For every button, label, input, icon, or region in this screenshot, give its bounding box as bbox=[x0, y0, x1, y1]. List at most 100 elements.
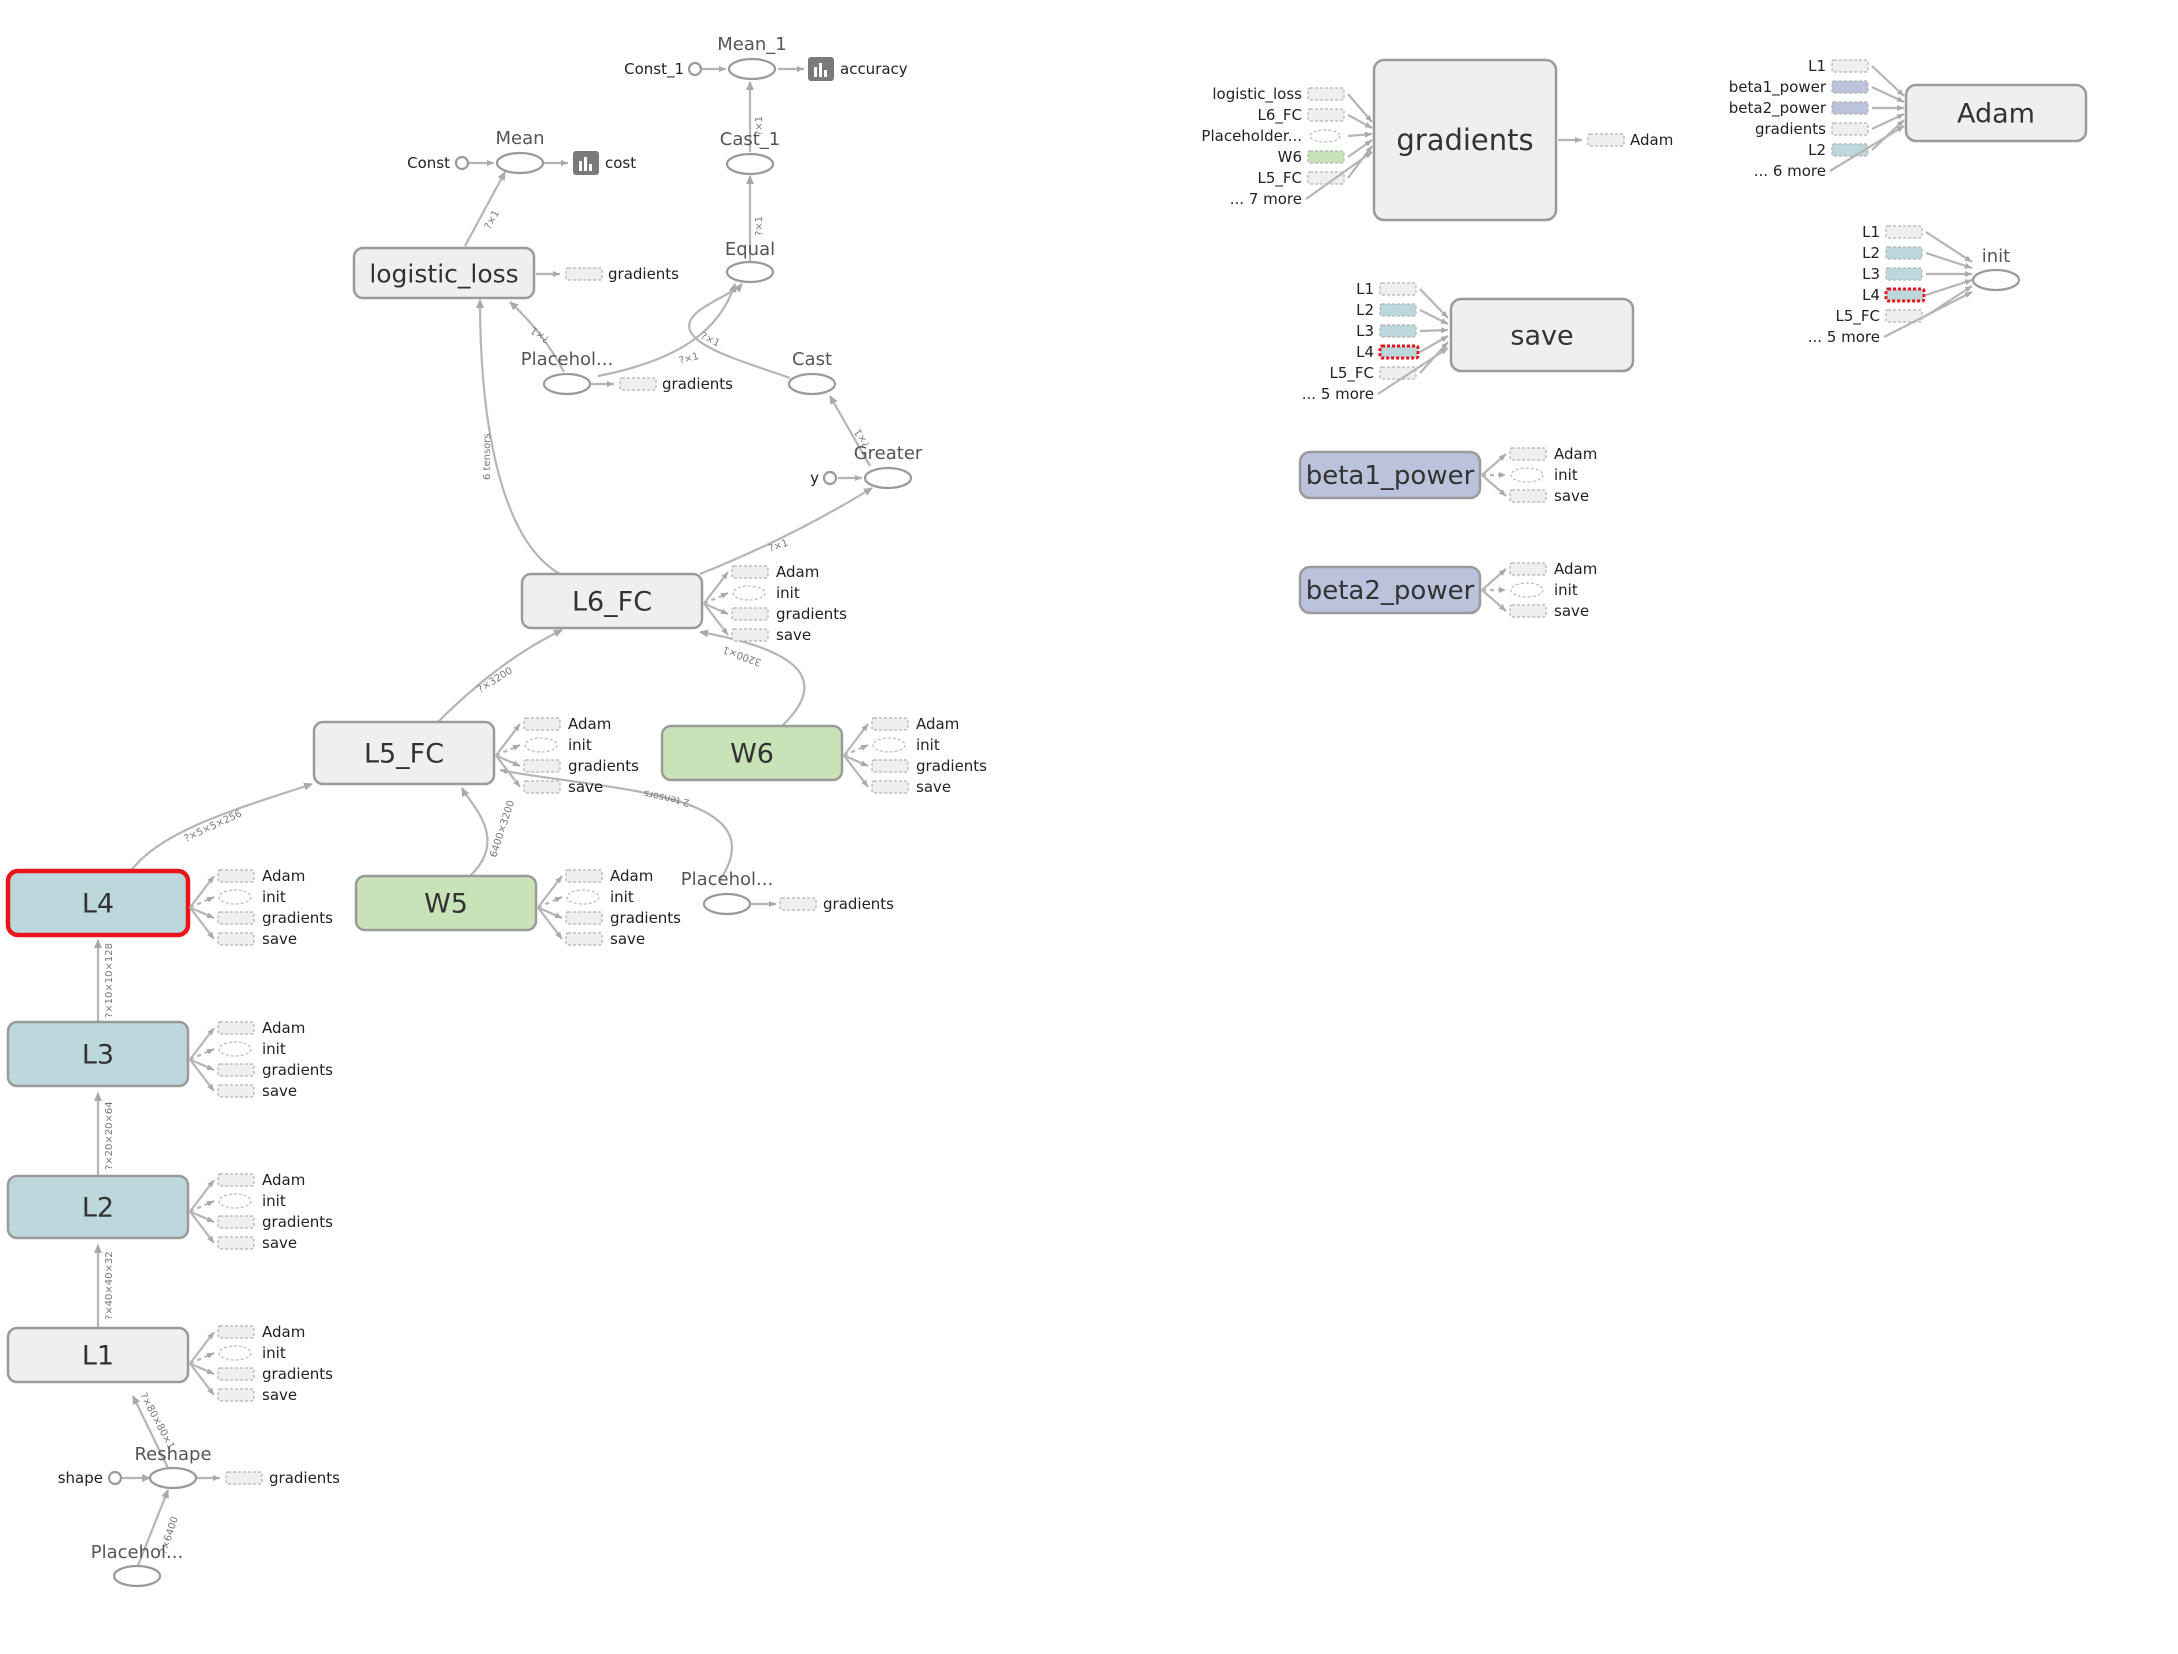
op-init[interactable]: init bbox=[1971, 246, 2021, 292]
init-input-chip[interactable] bbox=[1885, 246, 1923, 260]
w6-aux-chip-init[interactable] bbox=[872, 737, 906, 753]
l5-fc-aux-chip-adam[interactable] bbox=[523, 717, 561, 731]
l4-aux-chip-gradients[interactable] bbox=[217, 911, 255, 925]
l3-aux-chip-gradients[interactable] bbox=[217, 1063, 255, 1077]
op-cast-1[interactable]: Cast_1 bbox=[720, 129, 781, 176]
op-equal[interactable]: Equal bbox=[725, 239, 775, 284]
op-const-1[interactable]: Const_1 bbox=[624, 60, 703, 79]
node-l5-fc[interactable]: L5_FC bbox=[312, 720, 496, 786]
beta1-power-aux-chip-init[interactable] bbox=[1510, 467, 1544, 483]
op-shape[interactable]: shape bbox=[58, 1469, 123, 1487]
beta1-power-aux-label-init: init bbox=[1554, 466, 1578, 484]
node-gradients[interactable]: gradients bbox=[1372, 58, 1558, 222]
l3-aux-chip-save[interactable] bbox=[217, 1084, 255, 1098]
node-logistic-loss[interactable]: logistic_loss bbox=[352, 246, 536, 300]
w5-aux-chip-init[interactable] bbox=[566, 889, 600, 905]
adam-input-chip[interactable] bbox=[1831, 80, 1869, 94]
beta2-power-aux-chip-save[interactable] bbox=[1509, 604, 1547, 618]
edge-cast-equal bbox=[688, 283, 791, 380]
init-input-chip[interactable] bbox=[1884, 287, 1926, 303]
l5-fc-aux-chip-gradients[interactable] bbox=[523, 759, 561, 773]
l1-aux-chip-init[interactable] bbox=[218, 1345, 252, 1361]
w5-aux-chip-gradients[interactable] bbox=[565, 911, 603, 925]
beta1-power-aux-chip-save[interactable] bbox=[1509, 489, 1547, 503]
init-input-chip[interactable] bbox=[1885, 225, 1923, 239]
edge-l5-l6 bbox=[437, 629, 563, 723]
node-l1[interactable]: L1 bbox=[6, 1326, 190, 1384]
op-greater[interactable]: Greater bbox=[854, 443, 923, 490]
l3-aux-chip-init[interactable] bbox=[218, 1041, 252, 1057]
adam-input-chip[interactable] bbox=[1831, 122, 1869, 136]
l2-aux-chip-adam[interactable] bbox=[217, 1173, 255, 1187]
l1-aux-chip-gradients[interactable] bbox=[217, 1367, 255, 1381]
beta1-power-aux-label-save: save bbox=[1554, 487, 1589, 505]
chip-reshape-gradients[interactable]: gradients bbox=[225, 1469, 340, 1487]
node-w5[interactable]: W5 bbox=[354, 874, 538, 932]
chip-ph-gradients[interactable]: gradients bbox=[619, 375, 733, 393]
l6-fc-aux-chip-init[interactable] bbox=[732, 585, 766, 601]
op-mean-1[interactable]: Mean_1 bbox=[717, 34, 787, 81]
op-const[interactable]: Const bbox=[407, 154, 470, 172]
l2-aux-chip-init[interactable] bbox=[218, 1193, 252, 1209]
op-mean[interactable]: Mean bbox=[495, 128, 545, 175]
op-placeholder-bottom[interactable]: Placehol... bbox=[91, 1542, 183, 1588]
chip-gradients-adam[interactable]: Adam bbox=[1587, 131, 1673, 149]
op-y[interactable]: y bbox=[810, 469, 838, 487]
w5-aux-chip-save[interactable] bbox=[565, 932, 603, 946]
op-cast[interactable]: Cast bbox=[787, 349, 837, 396]
l6-fc-aux-chip-gradients[interactable] bbox=[731, 607, 769, 621]
l4-aux-chip-adam[interactable] bbox=[217, 869, 255, 883]
l4-aux-chip-init[interactable] bbox=[218, 889, 252, 905]
node-adam[interactable]: Adam bbox=[1904, 83, 2088, 143]
adam-input-chip[interactable] bbox=[1831, 101, 1869, 115]
w5-aux-chip-adam[interactable] bbox=[565, 869, 603, 883]
w6-aux-chip-adam[interactable] bbox=[871, 717, 909, 731]
init-input-chip[interactable] bbox=[1885, 309, 1923, 323]
w6-aux-chip-gradients[interactable] bbox=[871, 759, 909, 773]
w6-aux-edge-adam bbox=[843, 723, 869, 757]
beta1-power-aux-chip-adam[interactable] bbox=[1509, 447, 1547, 461]
node-l4-selected[interactable]: L4 bbox=[5, 868, 191, 938]
l3-aux-chip-adam[interactable] bbox=[217, 1021, 255, 1035]
gradients-input-chip[interactable] bbox=[1309, 129, 1341, 143]
l5-fc-aux-chip-init[interactable] bbox=[524, 737, 558, 753]
gradients-input-chip[interactable] bbox=[1307, 87, 1345, 101]
l6-fc-aux-chip-adam[interactable] bbox=[731, 565, 769, 579]
adam-input-chip[interactable] bbox=[1831, 59, 1869, 73]
chip-ph-mid-gradients[interactable]: gradients bbox=[779, 895, 894, 913]
summary-accuracy[interactable]: accuracy bbox=[808, 57, 908, 81]
node-save[interactable]: save bbox=[1449, 297, 1635, 373]
beta2-power-aux-chip-adam[interactable] bbox=[1509, 562, 1547, 576]
node-l2[interactable]: L2 bbox=[6, 1174, 190, 1240]
save-input-chip[interactable] bbox=[1378, 344, 1420, 360]
init-input-chip[interactable] bbox=[1885, 267, 1923, 281]
beta2-power-aux-chip-init[interactable] bbox=[1510, 582, 1544, 598]
gradients-input-chip[interactable] bbox=[1307, 108, 1345, 122]
save-input-chip[interactable] bbox=[1379, 324, 1417, 338]
op-reshape[interactable]: Reshape bbox=[134, 1444, 212, 1490]
l5-fc-aux-chip-save[interactable] bbox=[523, 780, 561, 794]
summary-cost[interactable]: cost bbox=[573, 151, 636, 175]
node-w6[interactable]: W6 bbox=[660, 724, 844, 782]
l4-aux-label-init: init bbox=[262, 888, 286, 906]
l6-fc-aux-chip-save[interactable] bbox=[731, 628, 769, 642]
node-l6-fc[interactable]: L6_FC bbox=[520, 572, 704, 630]
l1-aux-chip-save[interactable] bbox=[217, 1388, 255, 1402]
gradients-input-chip[interactable] bbox=[1307, 171, 1345, 185]
node-l3[interactable]: L3 bbox=[6, 1020, 190, 1088]
chip-logistic-gradients[interactable]: gradients bbox=[565, 265, 679, 283]
gradients-input-chip[interactable] bbox=[1307, 150, 1345, 164]
node-beta2-power[interactable]: beta2_power bbox=[1298, 565, 1482, 615]
op-placeholder-top[interactable]: Placehol... bbox=[521, 349, 613, 396]
l2-aux-chip-gradients[interactable] bbox=[217, 1215, 255, 1229]
l1-aux-chip-adam[interactable] bbox=[217, 1325, 255, 1339]
w6-aux-chip-save[interactable] bbox=[871, 780, 909, 794]
save-input-chip[interactable] bbox=[1379, 303, 1417, 317]
save-input-chip[interactable] bbox=[1379, 282, 1417, 296]
l2-aux-chip-save[interactable] bbox=[217, 1236, 255, 1250]
l4-aux-chip-save[interactable] bbox=[217, 932, 255, 946]
node-beta1-power[interactable]: beta1_power bbox=[1298, 450, 1482, 500]
op-placeholder-mid[interactable]: Placehol... bbox=[681, 869, 773, 916]
